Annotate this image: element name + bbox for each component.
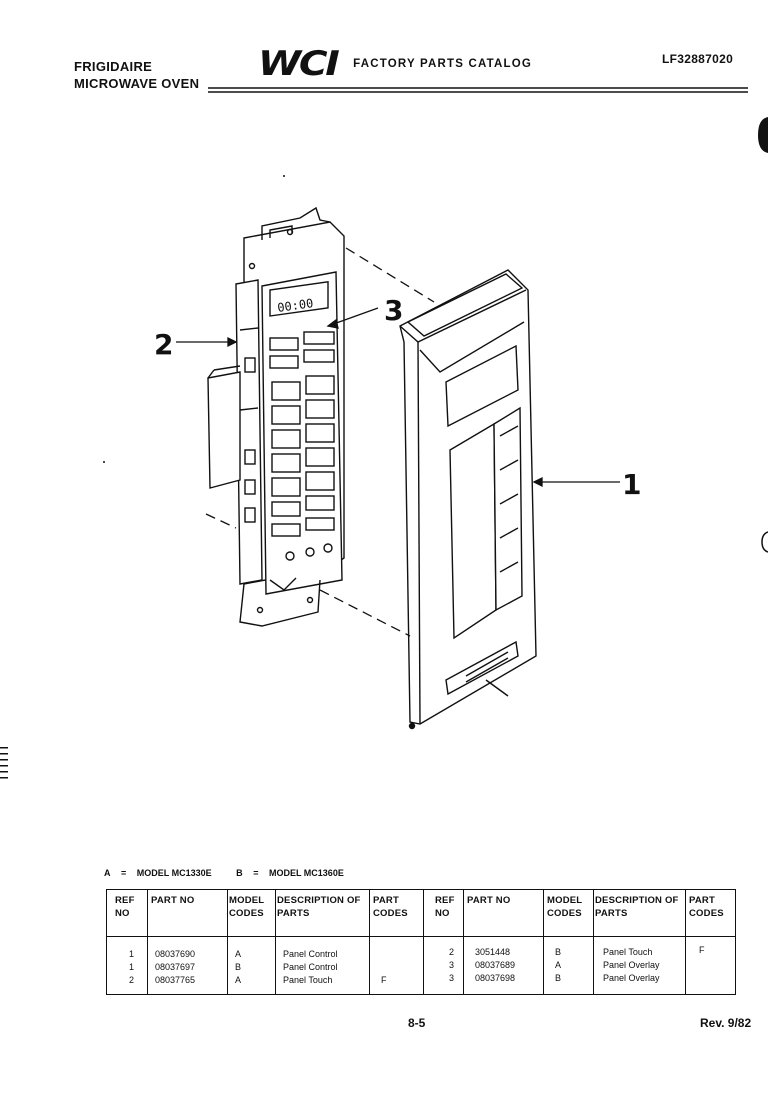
legend-a-model: MODEL MC1330E xyxy=(136,868,212,878)
header-brand-block: FRIGIDAIRE MICROWAVE OVEN xyxy=(74,58,199,92)
cell-part: 08037689 xyxy=(475,960,516,970)
legend-b-separator: = xyxy=(253,868,259,878)
cell-part: 08037690 xyxy=(155,949,196,959)
callout-1: 1 xyxy=(622,468,641,501)
parts-table: REF NO PART NO MODEL CODES DESCRIPTION O… xyxy=(106,889,736,995)
cell-description: Panel Touch xyxy=(603,947,653,957)
product-name: MICROWAVE OVEN xyxy=(74,76,200,91)
header-model-codes-left: MODEL CODES xyxy=(229,895,265,919)
cell-description: Panel Control xyxy=(283,962,338,972)
cell-model: B xyxy=(555,973,562,983)
revision-date: Rev. 9/82 xyxy=(700,1016,752,1030)
cell-model: A xyxy=(555,960,562,970)
cell-model: B xyxy=(235,962,242,972)
header-part-no-left: PART NO xyxy=(151,895,195,906)
cell-ref: 2 xyxy=(449,947,455,957)
catalog-logo: WCI FACTORY PARTS CATALOG xyxy=(258,46,532,82)
cell-part: 08037697 xyxy=(155,962,196,972)
cell-ref: 1 xyxy=(129,962,135,972)
header-ref-no-left: REF NO xyxy=(115,895,135,919)
exploded-parts-diagram: 00:00 2 3 1 xyxy=(103,175,641,730)
wci-logo: WCI xyxy=(258,44,340,84)
display-readout: 00:00 xyxy=(276,296,314,315)
legend-b-model: MODEL MC1360E xyxy=(268,868,344,878)
header-description-right: DESCRIPTION OF PARTS xyxy=(595,895,679,919)
legend-b-key: B xyxy=(236,868,243,878)
cell-ref: 3 xyxy=(449,973,455,983)
cell-description: Panel Touch xyxy=(283,975,333,985)
header-ref-no-right: REF NO xyxy=(435,895,455,919)
cell-code: F xyxy=(381,975,387,985)
header-model-codes-right: MODEL CODES xyxy=(547,895,583,919)
cell-code: F xyxy=(699,945,705,955)
callout-2: 2 xyxy=(154,328,173,361)
header-description-left: DESCRIPTION OF PARTS xyxy=(277,895,361,919)
cell-part: 08037765 xyxy=(155,975,196,985)
margin-mark-right-mid xyxy=(761,531,768,553)
cell-model: A xyxy=(235,975,242,985)
catalog-number: LF32887020 xyxy=(662,52,734,66)
margin-mark-right-top xyxy=(758,117,768,153)
legend-a-separator: = xyxy=(121,868,127,878)
cell-part: 08037698 xyxy=(475,973,516,983)
panel-touch-frame xyxy=(399,269,537,730)
cell-model: B xyxy=(555,947,562,957)
callout-3: 3 xyxy=(384,294,403,327)
header-rule xyxy=(208,87,748,93)
header-part-codes-left: PART CODES xyxy=(373,895,408,919)
header-part-no-right: PART NO xyxy=(467,895,511,906)
model-legend: A = MODEL MC1330E B = MODEL MC1360E xyxy=(104,868,344,878)
margin-mark-left xyxy=(0,747,8,779)
cell-ref: 1 xyxy=(129,949,135,959)
cell-ref: 2 xyxy=(129,975,135,985)
brand-name: FRIGIDAIRE xyxy=(74,59,153,74)
panel-control-assembly xyxy=(207,206,345,627)
cell-model: A xyxy=(235,949,242,959)
cell-description: Panel Overlay xyxy=(603,973,660,983)
cell-description: Panel Control xyxy=(283,949,338,959)
legend-a-key: A xyxy=(104,868,111,878)
cell-ref: 3 xyxy=(449,960,455,970)
header-part-codes-right: PART CODES xyxy=(689,895,724,919)
catalog-title: FACTORY PARTS CATALOG xyxy=(353,58,533,70)
page-number: 8-5 xyxy=(408,1016,426,1030)
cell-description: Panel Overlay xyxy=(603,960,660,970)
cell-part: 3051448 xyxy=(475,947,511,957)
